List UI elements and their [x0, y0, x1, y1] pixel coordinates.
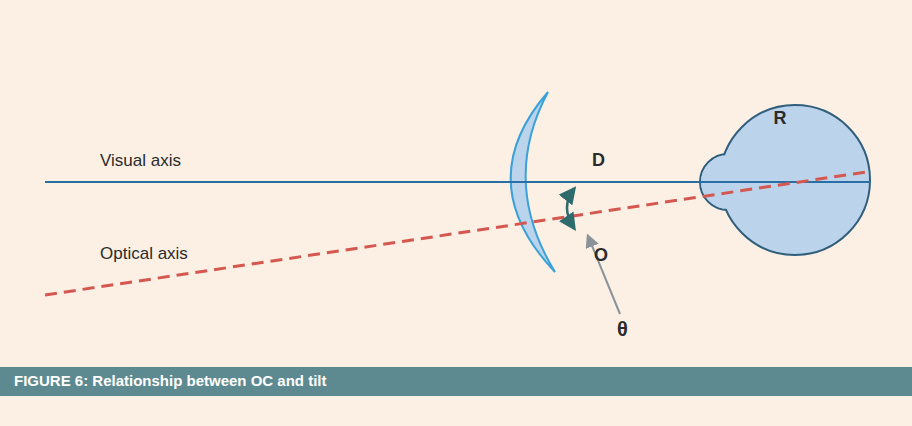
angle-arrow	[567, 189, 574, 228]
optical-axis-line	[45, 172, 866, 295]
point-letter: O	[594, 246, 608, 266]
axis-label: Optical axis	[100, 245, 188, 264]
angle-symbol: θ	[617, 318, 628, 340]
eye-region: R	[700, 105, 870, 255]
figure-caption: FIGURE 6: Relationship between OC and ti…	[14, 373, 327, 390]
axis-label: Visual axis	[100, 152, 181, 171]
point-letter: D	[592, 151, 605, 171]
part-letter: R	[774, 109, 787, 129]
leader-line	[588, 236, 620, 314]
visual-axis-line	[45, 181, 870, 183]
